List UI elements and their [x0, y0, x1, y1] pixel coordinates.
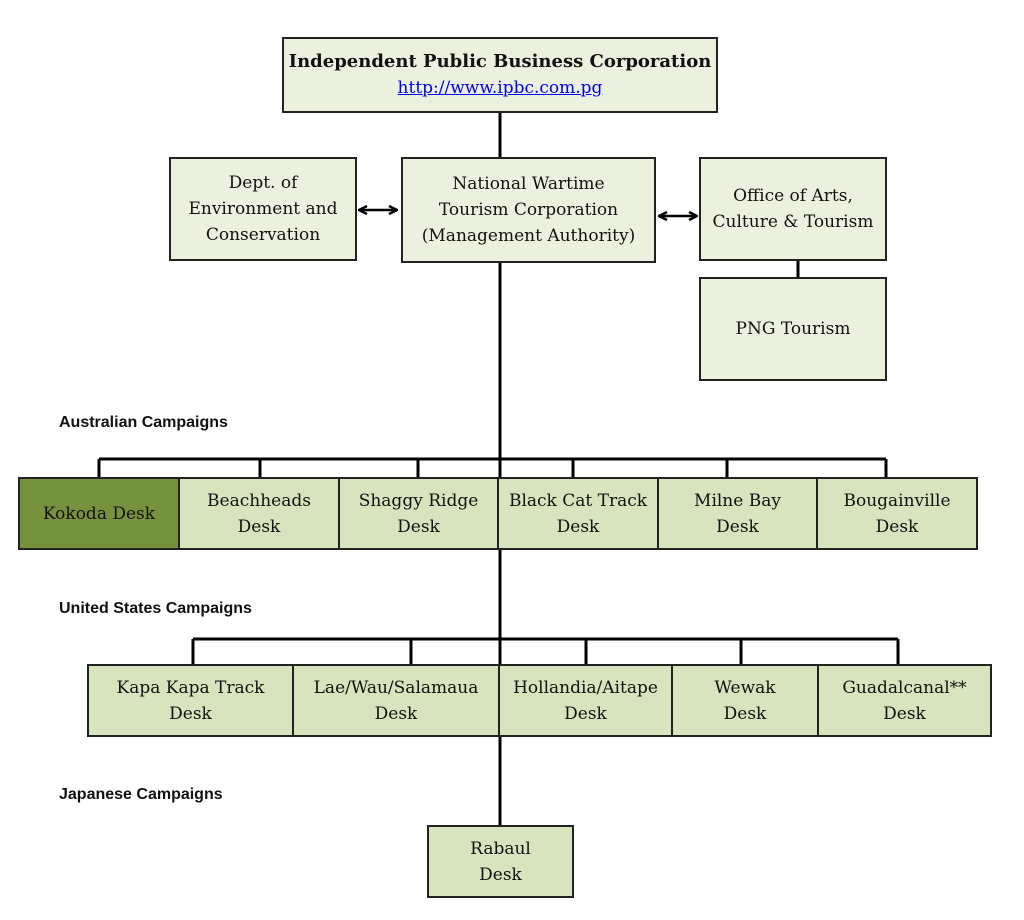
desk-rabaul: Rabaul Desk [427, 825, 574, 898]
oact-line: Office of Arts, [733, 186, 853, 206]
png-tourism-label: PNG Tourism [735, 319, 851, 339]
desk-line: Desk [169, 703, 212, 724]
desk-line: Desk [397, 516, 440, 537]
desk-guadalcanal: Guadalcanal** Desk [817, 664, 992, 737]
desk-milne-bay: Milne Bay Desk [657, 477, 818, 550]
dec-box: Dept. of Environment and Conservation [169, 157, 357, 261]
desk-kapa-kapa-track: Kapa Kapa Track Desk [87, 664, 294, 737]
desk-line: Shaggy Ridge [358, 490, 479, 511]
png-tourism-box: PNG Tourism [699, 277, 887, 381]
desk-line: Milne Bay [694, 490, 781, 511]
japanese-heading: Japanese Campaigns [59, 786, 223, 803]
desk-line: Wewak [714, 677, 776, 698]
dec-line: Conservation [205, 225, 321, 245]
ipbc-box: Independent Public Business Corporation … [282, 37, 718, 113]
desk-line: Kapa Kapa Track [116, 677, 265, 698]
desk-line: Desk [716, 516, 759, 537]
desk-line: Kokoda Desk [42, 503, 156, 524]
dec-line: Dept. of [228, 173, 298, 193]
desk-kokoda: Kokoda Desk [18, 477, 180, 550]
desk-line: Hollandia/Aitape [513, 677, 658, 698]
desk-bougainville: Bougainville Desk [816, 477, 978, 550]
desk-black-cat-track: Black Cat Track Desk [497, 477, 659, 550]
desk-beachheads: Beachheads Desk [178, 477, 340, 550]
desk-line: Desk [556, 516, 600, 537]
desk-line: Desk [374, 703, 418, 724]
nwtc-line: National Wartime [452, 174, 605, 194]
desk-line: Rabaul [470, 838, 531, 859]
desk-hollandia-aitape: Hollandia/Aitape Desk [498, 664, 673, 737]
desk-line: Beachheads [207, 490, 311, 511]
desk-line: Lae/Wau/Salamaua [313, 677, 479, 698]
desk-line: Guadalcanal** [842, 677, 967, 698]
oact-box: Office of Arts, Culture & Tourism [699, 157, 887, 261]
australian-heading: Australian Campaigns [59, 414, 228, 431]
desk-line: Desk [237, 516, 281, 537]
desk-line: Desk [479, 864, 522, 885]
desk-line: Desk [564, 703, 607, 724]
desk-line: Black Cat Track [508, 490, 648, 511]
desk-wewak: Wewak Desk [671, 664, 819, 737]
nwtc-line: (Management Authority) [421, 226, 636, 246]
desk-line: Desk [883, 703, 926, 724]
desk-line: Desk [723, 703, 767, 724]
desk-line: Bougainville [843, 490, 951, 511]
nwtc-box: National Wartime Tourism Corporation (Ma… [401, 157, 656, 263]
desk-line: Desk [875, 516, 919, 537]
nwtc-line: Tourism Corporation [438, 200, 619, 220]
dec-line: Environment and [188, 199, 338, 219]
ipbc-link[interactable]: http://www.ipbc.com.pg [397, 78, 603, 98]
desk-shaggy-ridge: Shaggy Ridge Desk [338, 477, 499, 550]
desk-lae-wau-salamaua: Lae/Wau/Salamaua Desk [292, 664, 500, 737]
oact-line: Culture & Tourism [712, 212, 874, 232]
us-heading: United States Campaigns [59, 600, 252, 617]
ipbc-title: Independent Public Business Corporation [288, 51, 712, 72]
